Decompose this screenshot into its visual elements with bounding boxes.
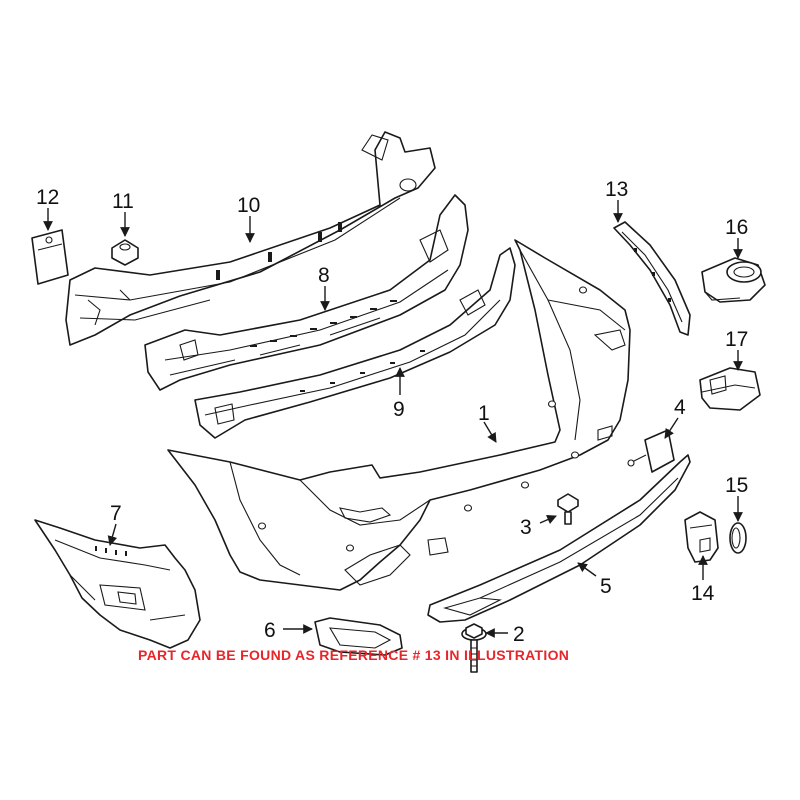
callout-4: 4 (674, 396, 686, 419)
callout-labels: 1 2 3 4 5 6 7 8 9 10 11 12 13 14 15 16 1… (36, 178, 748, 646)
part-11-nut (111, 239, 139, 266)
callout-5: 5 (600, 575, 612, 598)
callout-1: 1 (478, 402, 490, 425)
callout-6: 6 (264, 619, 276, 642)
part-2-bolt (461, 623, 487, 673)
callout-16: 16 (725, 216, 748, 239)
callout-2: 2 (513, 623, 525, 646)
part-16-parking-sensor (701, 257, 766, 303)
leader-5 (577, 562, 597, 577)
leader-4 (664, 417, 679, 439)
leader-3 (539, 515, 557, 525)
part-3-clip (557, 493, 579, 525)
callout-3: 3 (520, 516, 532, 539)
part-1-bumper-cover (167, 239, 631, 591)
part-12-bracket-plate (31, 229, 69, 285)
part-9-bumper-support (194, 247, 516, 439)
part-5-lower-trim (427, 454, 691, 623)
callout-11: 11 (112, 190, 134, 213)
part-14-sensor-bracket (684, 511, 719, 563)
callout-8: 8 (318, 264, 330, 287)
leader-lines (43, 200, 743, 638)
callout-15: 15 (725, 474, 748, 497)
part-10-reinforcement-beam (65, 131, 436, 346)
leader-1 (483, 421, 497, 443)
leader-7 (107, 523, 118, 546)
callout-12: 12 (36, 186, 59, 209)
callout-14: 14 (691, 582, 715, 605)
callout-7: 7 (110, 502, 122, 525)
reference-note: PART CAN BE FOUND AS REFERENCE # 13 IN I… (138, 647, 570, 663)
part-6-insert (314, 617, 403, 656)
callout-17: 17 (725, 328, 748, 351)
part-15-sensor-ring (729, 522, 747, 554)
callout-13: 13 (605, 178, 628, 201)
part-7-side-bracket (34, 519, 201, 649)
callout-9: 9 (393, 398, 405, 421)
part-8-energy-absorber (144, 194, 469, 391)
part-17-sensor-holder (699, 367, 761, 411)
part-13-trim-strip (613, 221, 691, 336)
callout-10: 10 (237, 194, 260, 217)
part-4-tow-cover (627, 429, 675, 473)
